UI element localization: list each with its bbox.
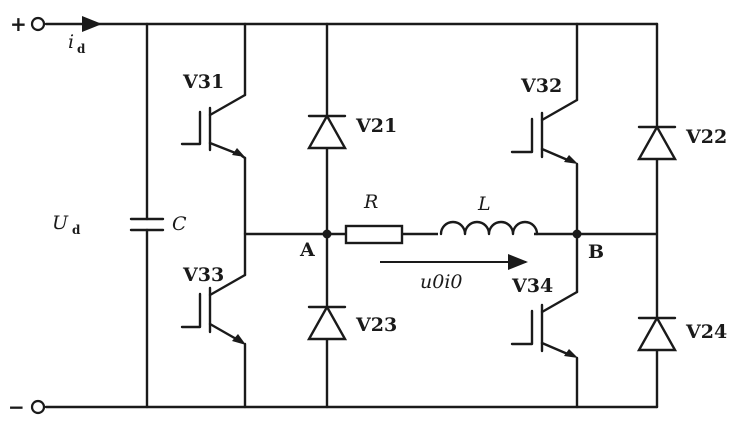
switch-v33-label: V33 bbox=[182, 264, 224, 286]
diode-v22-label: V22 bbox=[685, 126, 727, 148]
current-label: i bbox=[68, 31, 74, 53]
node-a-label: A bbox=[299, 239, 315, 261]
dc-capacitor bbox=[129, 22, 165, 409]
positive-rail bbox=[30, 16, 659, 32]
current-subscript: d bbox=[77, 42, 86, 56]
diode-v23-label: V23 bbox=[355, 314, 397, 336]
dc-voltage-subscript: d bbox=[72, 223, 81, 237]
switch-v33 bbox=[180, 273, 247, 345]
left-diode-leg bbox=[306, 22, 348, 409]
dc-voltage-label: U bbox=[52, 212, 69, 234]
switch-v32-label: V32 bbox=[520, 75, 562, 97]
negative-terminal bbox=[30, 399, 46, 415]
right-switch-leg bbox=[510, 22, 582, 409]
switch-v31-label: V31 bbox=[182, 71, 224, 93]
load-inductor bbox=[438, 220, 539, 236]
diode-v24-label: V24 bbox=[685, 321, 727, 343]
output-voltage-label: u0i0 bbox=[420, 271, 463, 293]
load-resistor bbox=[344, 224, 404, 245]
inductor-label: L bbox=[477, 193, 491, 215]
capacitor-label: C bbox=[172, 213, 187, 235]
switch-v32 bbox=[510, 98, 579, 164]
positive-sign: + bbox=[10, 12, 27, 36]
left-switch-leg bbox=[180, 22, 658, 409]
positive-terminal bbox=[30, 16, 46, 32]
right-diode-leg bbox=[636, 22, 678, 409]
negative-sign: − bbox=[8, 395, 25, 419]
diode-v23 bbox=[306, 304, 348, 341]
node-b-dot bbox=[572, 229, 582, 239]
switch-v34-label: V34 bbox=[511, 275, 553, 297]
diode-v24 bbox=[636, 315, 678, 352]
node-b-label: B bbox=[588, 241, 604, 263]
diode-v21 bbox=[306, 113, 348, 150]
node-a-dot bbox=[322, 229, 332, 239]
switch-v31 bbox=[180, 93, 247, 160]
diode-v21-label: V21 bbox=[355, 115, 397, 137]
resistor-label: R bbox=[363, 191, 378, 213]
diode-v22 bbox=[636, 124, 678, 161]
switch-v34 bbox=[510, 290, 579, 358]
negative-rail bbox=[30, 399, 659, 415]
